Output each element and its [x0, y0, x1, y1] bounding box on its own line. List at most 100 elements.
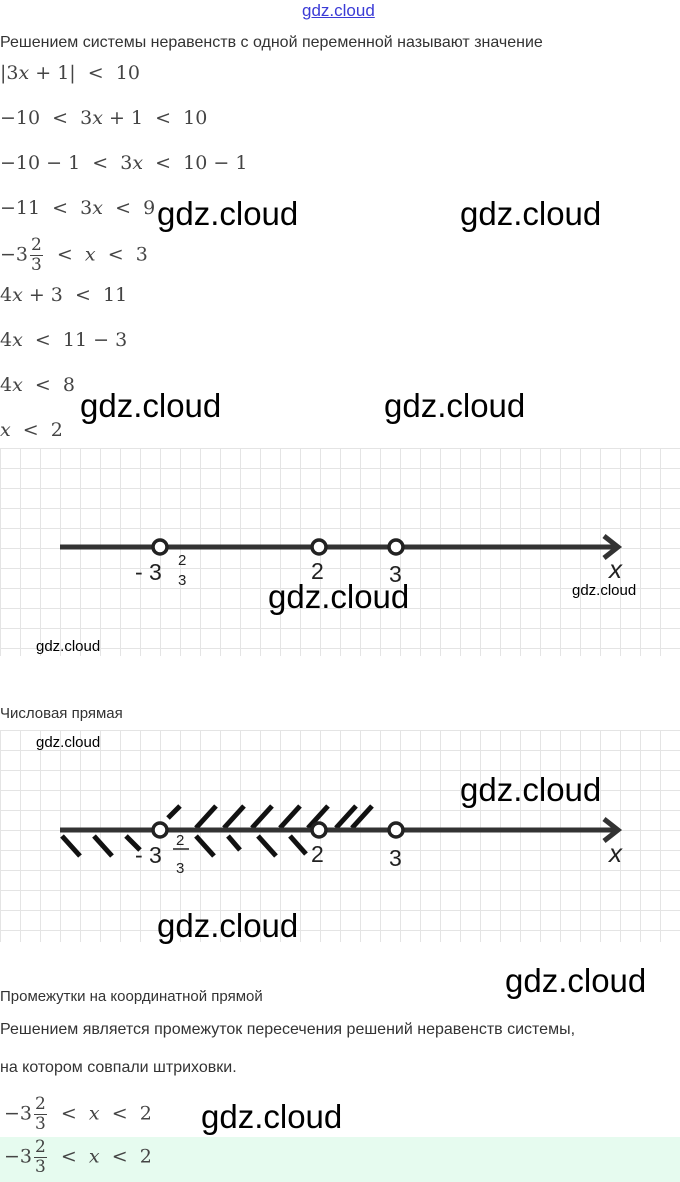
axis-label: x — [607, 838, 623, 868]
intro-text: Решением системы неравенств с одной пере… — [0, 34, 543, 51]
equation-1: |3x + 1| < 10 — [0, 62, 140, 84]
eq-part: −10 < 3 — [0, 107, 93, 129]
eq-part: −3 — [4, 1145, 33, 1168]
watermark: gdz.cloud — [36, 734, 101, 751]
watermark: gdz.cloud — [157, 907, 299, 944]
eq-part: < 10 − 1 — [143, 152, 248, 174]
number-line-2: - 3 2 3 2 3 x — [60, 804, 623, 877]
eq-part: + 1| < 10 — [29, 62, 140, 84]
numerator: 2 — [34, 1094, 47, 1115]
conclusion-line-1: Решением является промежуток пересечения… — [0, 1021, 576, 1038]
eq-part: < — [48, 1145, 89, 1168]
eq-part: < 9 — [102, 197, 156, 219]
point-label-den: 3 — [178, 572, 186, 589]
conclusion-line-2: на котором совпали штриховки. — [0, 1059, 237, 1076]
eq-var: x — [12, 374, 23, 396]
open-point — [310, 538, 328, 556]
open-point — [310, 821, 328, 839]
eq-var: x — [18, 62, 30, 84]
eq-part: < — [48, 1102, 89, 1125]
denominator: 3 — [31, 255, 42, 275]
eq-var: x — [84, 243, 96, 266]
watermark: gdz.cloud — [460, 771, 602, 808]
number-line-1: - 3 2 3 2 3 x — [60, 534, 623, 589]
eq-part: + 1 < 10 — [102, 107, 208, 129]
eq-part: −10 − 1 < 3 — [0, 152, 133, 174]
watermark: gdz.cloud — [80, 387, 222, 424]
grid-background-2 — [0, 730, 680, 942]
eq-part: 4 — [0, 329, 13, 351]
eq-var: x — [12, 329, 23, 351]
open-point — [151, 821, 169, 839]
point-label-whole: - 3 — [135, 559, 162, 585]
hatching-right — [166, 804, 374, 830]
open-point — [387, 538, 405, 556]
eq-part: 4 — [0, 284, 13, 306]
numerator: 2 — [34, 1137, 47, 1158]
equation-6: 4x + 3 < 11 — [0, 284, 127, 306]
eq-var: x — [12, 284, 23, 306]
eq-part: < — [44, 243, 85, 266]
point-label: 2 — [311, 558, 324, 584]
eq-part: < 2 — [99, 1102, 152, 1125]
caption-intervals: Промежутки на координатной прямой — [0, 988, 263, 1005]
point-label-den: 3 — [176, 860, 184, 877]
equation-8: 4x < 8 — [0, 374, 75, 396]
equation-9: x < 2 — [0, 419, 63, 441]
eq-var: x — [88, 1102, 100, 1125]
hatching-left — [60, 834, 308, 858]
point-label: 3 — [389, 845, 402, 871]
eq-part: < 3 — [95, 243, 148, 266]
denominator: 3 — [35, 1157, 46, 1177]
equation-2: −10 < 3x + 1 < 10 — [0, 107, 207, 129]
eq-part: 4 — [0, 374, 13, 396]
watermark: gdz.cloud — [505, 962, 647, 999]
watermark: gdz.cloud — [157, 195, 299, 232]
caption-number-line: Числовая прямая — [0, 705, 123, 722]
open-point — [151, 538, 169, 556]
eq-part: < 8 — [22, 374, 75, 396]
watermark: gdz.cloud — [201, 1098, 343, 1135]
equation-7: 4x < 11 − 3 — [0, 329, 127, 351]
eq-part: < 2 — [99, 1145, 152, 1168]
point-label-num: 2 — [178, 552, 186, 569]
open-point — [387, 821, 405, 839]
watermark: gdz.cloud — [384, 387, 526, 424]
equation-4: −11 < 3x < 9 — [0, 197, 155, 219]
point-label: 3 — [389, 561, 402, 587]
point-label-whole: - 3 — [135, 842, 162, 868]
numerator: 2 — [30, 235, 43, 256]
answer-highlight — [0, 1137, 680, 1182]
eq-var: x — [92, 107, 103, 129]
watermark: gdz.cloud — [268, 578, 410, 615]
eq-part: −3 — [0, 243, 29, 266]
watermark: gdz.cloud — [460, 195, 602, 232]
watermark-top: gdz.cloud — [302, 1, 375, 20]
grid-background-1 — [0, 448, 680, 656]
watermark: gdz.cloud — [36, 638, 101, 655]
eq-var: x — [132, 152, 144, 174]
axis-label: x — [607, 554, 623, 584]
point-label-num: 2 — [176, 832, 184, 849]
eq-part: + 3 < 11 — [22, 284, 128, 306]
denominator: 3 — [35, 1114, 46, 1134]
eq-part: < 2 — [10, 419, 63, 441]
eq-part: |3 — [0, 62, 19, 84]
point-label: 2 — [311, 841, 324, 867]
eq-var: x — [0, 419, 11, 441]
equation-3: −10 − 1 < 3x < 10 − 1 — [0, 152, 247, 174]
eq-var: x — [88, 1145, 100, 1168]
eq-part: −11 < 3 — [0, 197, 93, 219]
axis-arrow — [602, 534, 623, 560]
eq-part: < 11 − 3 — [22, 329, 128, 351]
watermark: gdz.cloud — [572, 582, 637, 599]
eq-var: x — [92, 197, 103, 219]
eq-part: −3 — [4, 1102, 33, 1125]
axis-arrow — [602, 817, 623, 843]
